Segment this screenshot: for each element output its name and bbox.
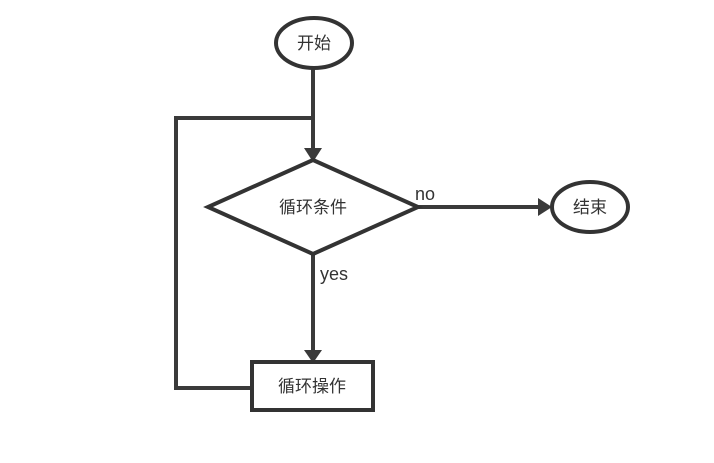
operation-rect-shape[interactable] bbox=[250, 360, 375, 412]
edge-path-loop-back bbox=[174, 116, 313, 390]
arrow-head-icon bbox=[538, 198, 552, 216]
arrow-head-icon bbox=[304, 350, 322, 363]
start-ellipse-shape[interactable] bbox=[274, 16, 354, 70]
node-condition[interactable]: 循环条件 bbox=[203, 157, 423, 257]
edge-operation-to-condition bbox=[174, 116, 313, 390]
edge-condition-to-end bbox=[400, 198, 552, 216]
end-node-label: 结束 bbox=[573, 198, 607, 218]
edge-label-yes: yes bbox=[320, 264, 348, 284]
condition-diamond-shape[interactable] bbox=[203, 157, 423, 257]
edge-start-to-condition bbox=[304, 68, 322, 162]
condition-node-label: 循环条件 bbox=[279, 198, 347, 218]
operation-node-label: 循环操作 bbox=[278, 377, 346, 397]
end-ellipse-shape[interactable] bbox=[550, 180, 630, 234]
node-start[interactable]: 开始 bbox=[274, 16, 354, 70]
node-operation[interactable]: 循环操作 bbox=[250, 360, 375, 412]
node-end[interactable]: 结束 bbox=[550, 180, 630, 234]
edge-condition-to-operation bbox=[304, 253, 322, 363]
edge-label-no: no bbox=[415, 184, 435, 204]
start-node-label: 开始 bbox=[297, 34, 331, 54]
arrow-head-icon bbox=[304, 148, 322, 162]
